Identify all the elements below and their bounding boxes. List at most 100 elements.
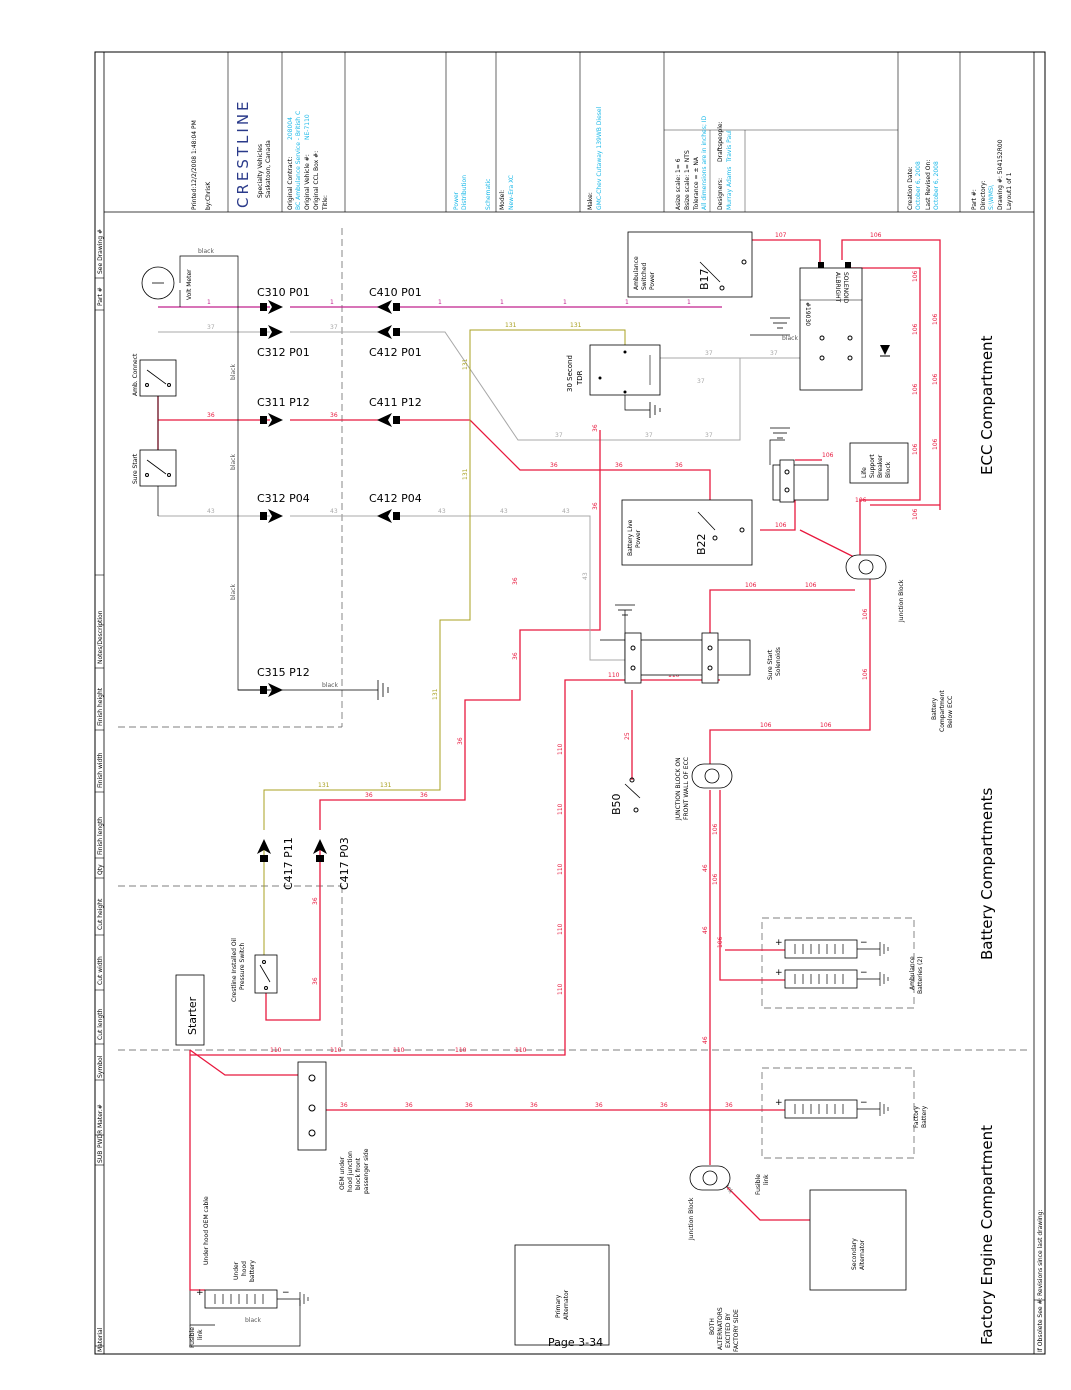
svg-text:−: − — [860, 968, 868, 978]
svg-text:block front: block front — [355, 1157, 362, 1190]
svg-text:208004: 208004 — [287, 117, 294, 140]
svg-text:110: 110 — [455, 1047, 467, 1054]
svg-text:Finish length: Finish length — [97, 817, 104, 855]
svg-text:36: 36 — [592, 502, 599, 510]
connector-c412b: C412 P04 — [369, 492, 422, 505]
svg-text:Fusible: Fusible — [755, 1174, 762, 1195]
left-header-labels: Material SUB PWDR Mater.# Symbol Cut len… — [97, 229, 104, 1352]
svg-text:B17: B17 — [698, 268, 711, 290]
svg-text:Qty: Qty — [97, 864, 104, 875]
svg-text:Primary: Primary — [555, 1294, 562, 1318]
svg-text:Alternator: Alternator — [859, 1239, 866, 1270]
svg-text:hood: hood — [241, 1261, 248, 1276]
svg-text:43: 43 — [207, 508, 215, 515]
svg-text:106: 106 — [912, 443, 919, 455]
svg-text:46: 46 — [702, 926, 709, 934]
svg-text:Schematic: Schematic — [485, 179, 492, 210]
svg-text:Battery Live: Battery Live — [627, 519, 634, 556]
svg-text:hood junction: hood junction — [347, 1151, 354, 1192]
b50-switch: B50 — [610, 777, 641, 815]
svg-text:110: 110 — [393, 1047, 405, 1054]
svg-text:106: 106 — [912, 383, 919, 395]
svg-text:110: 110 — [668, 672, 680, 679]
connector-labels: C310 P01 C410 P01 C312 P01 C412 P01 C311… — [257, 286, 422, 890]
svg-text:36: 36 — [725, 1102, 733, 1109]
svg-text:106: 106 — [912, 270, 919, 282]
svg-text:black: black — [198, 248, 214, 255]
svg-text:Make:: Make: — [587, 192, 594, 210]
svg-text:Finish height: Finish height — [97, 687, 104, 726]
svg-text:Compartment: Compartment — [939, 690, 946, 732]
svg-text:30 Second: 30 Second — [566, 355, 574, 392]
svg-text:Revisions since last drawing:: Revisions since last drawing: — [1037, 1210, 1044, 1297]
svg-text:BC Ambulance Service - British: BC Ambulance Service - British C — [295, 111, 302, 210]
svg-text:SOLENOID: SOLENOID — [842, 272, 849, 304]
svg-text:+: + — [775, 1098, 783, 1108]
volt-meter: Volt Meter — [141, 266, 193, 300]
svg-text:110: 110 — [515, 1047, 527, 1054]
connector-c312a: C312 P01 — [257, 346, 310, 359]
svg-text:Breaker: Breaker — [877, 454, 884, 478]
svg-text:43: 43 — [330, 508, 338, 515]
svg-text:Distribution: Distribution — [461, 175, 468, 210]
svg-text:black: black — [782, 335, 798, 342]
svg-text:Junction Block: Junction Block — [688, 1197, 695, 1241]
svg-text:106: 106 — [912, 323, 919, 335]
connector-c412a: C412 P01 — [369, 346, 422, 359]
svg-text:131: 131 — [380, 782, 392, 789]
svg-text:Cut length: Cut length — [97, 1008, 104, 1040]
svg-text:Amb. Connect: Amb. Connect — [132, 353, 139, 396]
svg-text:110: 110 — [330, 1047, 342, 1054]
wire-106 — [709, 239, 941, 1165]
svg-text:Travis Paul: Travis Paul — [726, 130, 733, 163]
connector-c315: C315 P12 — [257, 666, 310, 679]
svg-text:36: 36 — [207, 412, 215, 419]
connector-c410: C410 P01 — [369, 286, 422, 299]
svg-text:Original Vehicle #:: Original Vehicle #: — [304, 154, 311, 210]
svg-text:Asize scale: 1= 6: Asize scale: 1= 6 — [675, 158, 682, 210]
svg-text:37: 37 — [770, 350, 778, 357]
wire-36 — [157, 360, 785, 1111]
b17-ambulance-switched-power: Ambulance Switched Power B17 — [627, 231, 753, 298]
svg-text:Power: Power — [453, 191, 460, 210]
svg-text:43: 43 — [438, 508, 446, 515]
svg-text:Power: Power — [635, 529, 642, 548]
svg-text:107: 107 — [775, 232, 787, 239]
crestline-logo: CRESTLINE — [234, 98, 252, 208]
svg-text:Crestline Installed Oil: Crestline Installed Oil — [231, 938, 238, 1002]
svg-text:Saskatoon, Canada: Saskatoon, Canada — [265, 140, 272, 198]
header-sub: SUB — [97, 1151, 104, 1163]
svg-text:106: 106 — [712, 823, 719, 835]
svg-text:36: 36 — [592, 424, 599, 432]
svg-text:1: 1 — [687, 299, 691, 306]
svg-text:ALBRIGHT: ALBRIGHT — [834, 272, 841, 303]
svg-text:Junction Block: Junction Block — [898, 579, 905, 623]
svg-text:passenger side: passenger side — [363, 1148, 370, 1194]
svg-text:131: 131 — [318, 782, 330, 789]
svg-text:110: 110 — [557, 923, 564, 935]
svg-text:110: 110 — [608, 672, 620, 679]
svg-text:black: black — [230, 454, 237, 470]
svg-text:1: 1 — [330, 299, 334, 306]
svg-text:FRONT WALL OF ECC: FRONT WALL OF ECC — [683, 757, 690, 820]
svg-text:+: + — [775, 938, 783, 948]
svg-text:black: black — [245, 1317, 261, 1324]
junction-block-engine: Junction Block Fusible link — [688, 1165, 770, 1241]
svg-text:36: 36 — [660, 1102, 668, 1109]
svg-text:106: 106 — [822, 452, 834, 459]
left-header-dividers — [95, 277, 104, 1347]
breaker-element — [772, 459, 829, 503]
svg-text:See Drawing #: See Drawing # — [97, 229, 104, 274]
svg-text:Life: Life — [861, 467, 868, 478]
b22-battery-live-power: Battery Live Power B22 — [621, 499, 753, 566]
svg-text:black: black — [322, 682, 338, 689]
secondary-alternator: Secondary Alternator — [809, 1189, 907, 1291]
svg-text:36: 36 — [405, 1102, 413, 1109]
svg-text:37: 37 — [645, 432, 653, 439]
svg-text:#19030: #19030 — [804, 302, 811, 326]
svg-text:131: 131 — [462, 468, 469, 480]
svg-text:46: 46 — [702, 1036, 709, 1044]
svg-text:Model:: Model: — [499, 190, 506, 210]
svg-text:131: 131 — [505, 322, 517, 329]
connector-c311: C311 P12 — [257, 396, 310, 409]
